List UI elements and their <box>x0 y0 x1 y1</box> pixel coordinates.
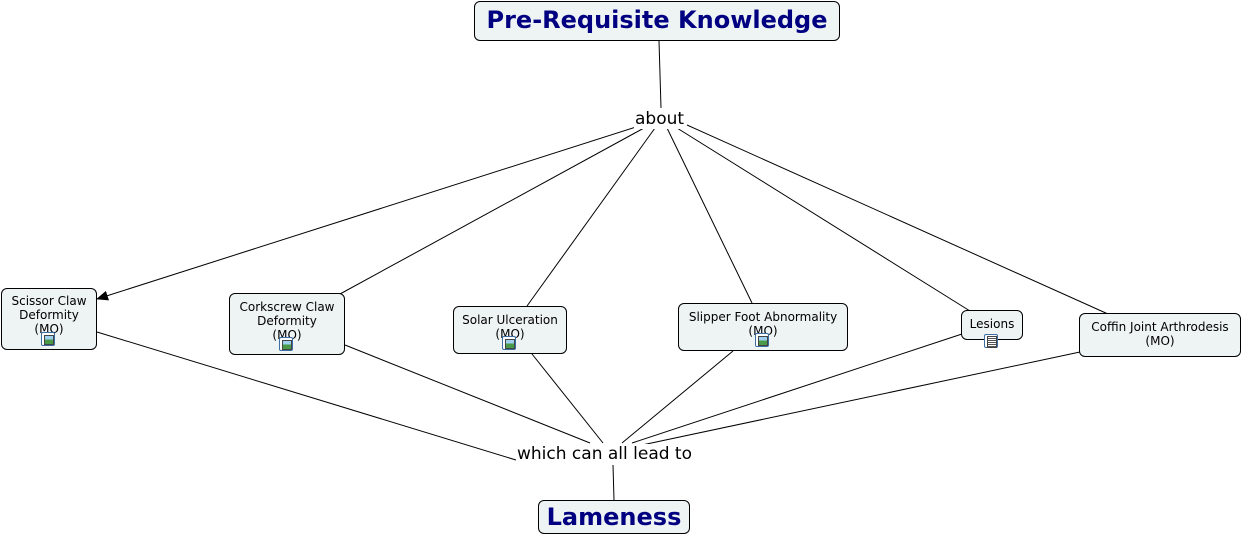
image-resource-icon[interactable] <box>41 332 55 346</box>
image-resource-icon[interactable] <box>279 337 293 351</box>
line-corkscrew-claw-to-lead <box>344 344 591 444</box>
line-slipper-foot-to-lead <box>621 350 734 444</box>
line-solar-ulceration-to-lead <box>531 353 604 444</box>
concept-label: Lesions <box>969 317 1015 331</box>
line-about-to-corkscrew-claw <box>339 127 645 295</box>
line-about-to-lesions <box>676 127 971 312</box>
concept-corkscrew-claw-deformity[interactable]: Corkscrew Claw Deformity (MO) <box>229 293 345 355</box>
concept-label: Solar Ulceration (MO) <box>462 313 558 341</box>
image-resource-icon[interactable] <box>755 333 769 347</box>
concept-label: Scissor Claw Deformity (MO) <box>11 294 87 336</box>
line-about-to-scissor-claw <box>96 126 637 301</box>
linking-phrase-about[interactable]: about <box>634 109 686 129</box>
concept-lesions[interactable]: Lesions <box>961 310 1023 348</box>
concept-scissor-claw-deformity[interactable]: Scissor Claw Deformity (MO) <box>1 288 97 350</box>
image-resource-icon[interactable] <box>502 336 516 350</box>
concept-solar-ulceration[interactable]: Solar Ulceration (MO) <box>453 306 567 354</box>
target-concept-label: Lameness <box>546 503 682 531</box>
root-concept-label: Pre-Requisite Knowledge <box>486 6 828 34</box>
concept-label: Corkscrew Claw Deformity (MO) <box>239 300 335 342</box>
line-about-to-coffin-joint <box>686 124 1109 315</box>
target-concept-lameness[interactable]: Lameness <box>538 500 690 534</box>
concept-label: Slipper Foot Abnormality (MO) <box>688 310 838 338</box>
concept-label: Coffin Joint Arthrodesis (MO) <box>1091 320 1229 348</box>
line-about-to-slipper-foot <box>666 127 753 304</box>
concept-slipper-foot-abnormality[interactable]: Slipper Foot Abnormality (MO) <box>678 303 848 351</box>
document-resource-icon[interactable] <box>984 334 998 348</box>
concept-coffin-joint-arthrodesis[interactable]: Coffin Joint Arthrodesis (MO) <box>1079 313 1241 357</box>
line-about-to-solar-ulceration <box>526 127 656 307</box>
root-concept[interactable]: Pre-Requisite Knowledge <box>474 1 840 41</box>
linking-phrase-lead-to[interactable]: which can all lead to <box>516 444 693 464</box>
line-root-to-about <box>658 40 662 109</box>
line-lead-to-lameness <box>612 464 615 501</box>
line-lesions-to-lead <box>631 333 963 444</box>
line-coffin-joint-to-lead <box>641 351 1081 446</box>
line-scissor-claw-to-lead <box>96 331 517 461</box>
